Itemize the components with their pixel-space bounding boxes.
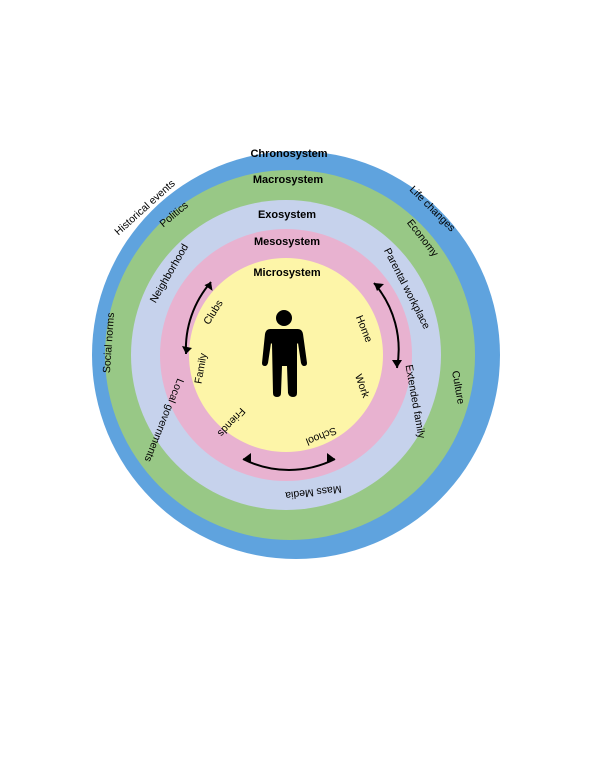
double-headed-curved-arrow-icon xyxy=(242,453,336,471)
double-headed-curved-arrow-icon xyxy=(373,282,402,369)
chronosystem-title: Chronosystem xyxy=(250,148,327,160)
microsystem-item-family: Family xyxy=(192,351,209,384)
macrosystem-title: Macrosystem xyxy=(253,174,324,186)
double-headed-curved-arrow-icon xyxy=(182,281,213,355)
microsystem-title: Microsystem xyxy=(253,267,320,279)
person-icon xyxy=(262,310,307,397)
exosystem-title: Exosystem xyxy=(258,209,316,221)
macrosystem-item-social-norms: Social norms xyxy=(101,312,117,373)
macrosystem-item-culture: Culture xyxy=(449,370,467,406)
mesosystem-title: Mesosystem xyxy=(254,236,320,248)
